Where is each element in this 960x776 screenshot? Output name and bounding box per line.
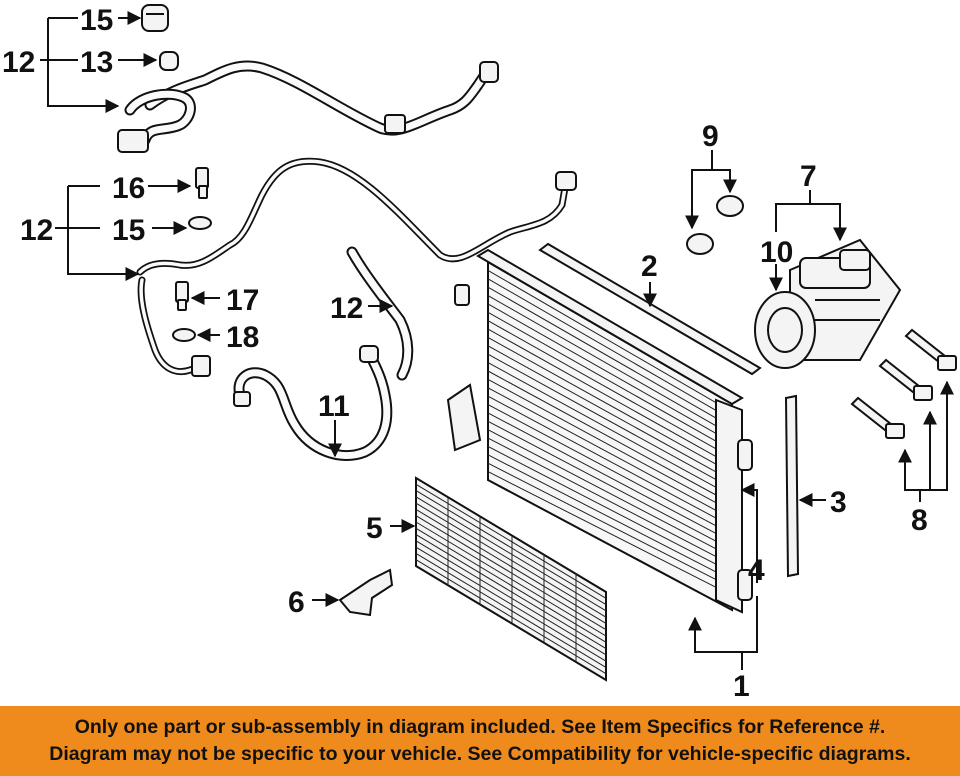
callout-18: 17 bbox=[226, 284, 259, 317]
pressure-switch-17 bbox=[195, 167, 209, 199]
callout-17: 16 bbox=[112, 172, 145, 205]
o-ring-19 bbox=[172, 328, 196, 342]
hose-12-middle bbox=[346, 246, 414, 381]
seal-strip-3 bbox=[784, 394, 800, 578]
ac-parts-diagram: 15 12 13 16 12 15 17 18 12 11 9 7 10 2 3… bbox=[2, 4, 957, 703]
disclaimer-banner: Only one part or sub-assembly in diagram… bbox=[0, 706, 960, 776]
callout-1: 1 bbox=[733, 670, 750, 703]
o-ring-16 bbox=[188, 216, 212, 230]
callout-15: 15 bbox=[80, 4, 113, 37]
cap-15 bbox=[141, 4, 169, 32]
cap-14 bbox=[159, 51, 179, 71]
callout-19: 18 bbox=[226, 321, 259, 354]
callout-14: 13 bbox=[80, 46, 113, 79]
callout-12-middle: 12 bbox=[330, 292, 363, 325]
callout-4: 4 bbox=[748, 554, 765, 587]
callout-13: 12 bbox=[20, 214, 53, 247]
condenser-assembly bbox=[446, 248, 753, 614]
callout-3: 3 bbox=[830, 486, 847, 519]
callout-7: 7 bbox=[800, 160, 817, 193]
callout-5: 5 bbox=[366, 512, 383, 545]
suction-hose-upper bbox=[117, 60, 499, 153]
leader-lines bbox=[40, 11, 954, 670]
discharge-line bbox=[136, 157, 577, 377]
callout-9: 9 bbox=[702, 120, 719, 153]
clutch-10 bbox=[754, 291, 816, 369]
seal-strip-2 bbox=[538, 242, 762, 376]
sensor-18 bbox=[175, 281, 189, 311]
callout-8: 8 bbox=[911, 504, 928, 537]
hose-11 bbox=[233, 345, 393, 461]
callout-12-top: 12 bbox=[2, 46, 35, 79]
compressor-7 bbox=[789, 238, 902, 361]
callout-11: 11 bbox=[318, 390, 350, 423]
disclaimer-line-2: Diagram may not be specific to your vehi… bbox=[49, 743, 911, 765]
plugs-9 bbox=[686, 195, 744, 255]
shield-5 bbox=[415, 476, 607, 682]
callout-10: 10 bbox=[760, 236, 793, 269]
callout-6: 6 bbox=[288, 586, 305, 619]
bolts-8 bbox=[850, 328, 957, 439]
callout-2: 2 bbox=[641, 250, 658, 283]
callout-16: 15 bbox=[112, 214, 145, 247]
disclaimer-line-1: Only one part or sub-assembly in diagram… bbox=[74, 716, 886, 738]
bracket-6 bbox=[338, 568, 394, 617]
